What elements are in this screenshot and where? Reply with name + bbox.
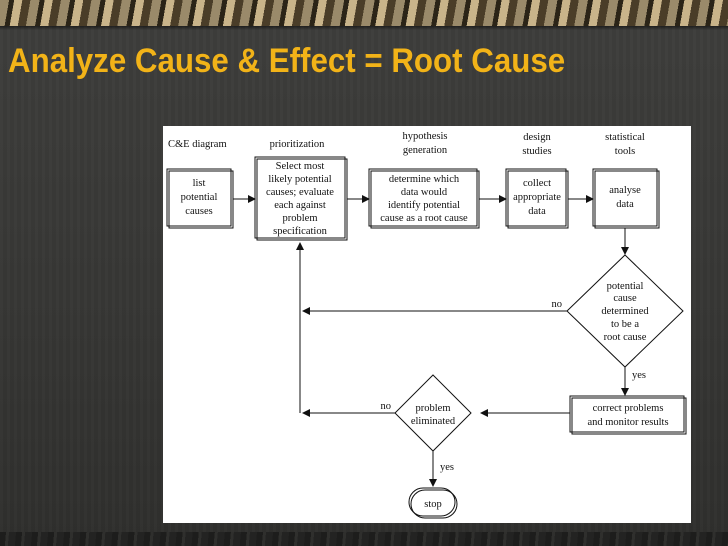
svg-text:determine which: determine which — [389, 174, 460, 185]
slide-title: Analyze Cause & Effect = Root Cause — [8, 36, 652, 86]
svg-text:list: list — [193, 178, 206, 189]
label-root-cause-no: no — [552, 299, 563, 310]
svg-text:to be a: to be a — [611, 319, 639, 330]
decorative-bottom-border — [0, 532, 728, 546]
svg-text:eliminated: eliminated — [411, 416, 456, 427]
svg-text:specification: specification — [273, 226, 327, 237]
box-collect-data: collect appropriate data — [506, 169, 568, 228]
stage-label-hypothesis: hypothesis — [403, 131, 448, 142]
svg-text:correct problems: correct problems — [593, 403, 664, 414]
stage-label-ce-diagram: C&E diagram — [168, 139, 227, 150]
stage-label-prioritization: prioritization — [270, 139, 326, 150]
svg-text:problem: problem — [283, 213, 318, 224]
svg-text:collect: collect — [523, 178, 551, 189]
decision-root-cause: potential cause determined to be a root … — [567, 255, 683, 367]
stage-label-generation: generation — [403, 145, 448, 156]
stage-label-statistical: statistical — [605, 132, 645, 143]
svg-text:each against: each against — [274, 200, 326, 211]
stage-label-studies: studies — [522, 146, 551, 157]
svg-text:data: data — [616, 199, 634, 210]
svg-text:and monitor results: and monitor results — [587, 417, 668, 428]
decorative-top-border — [0, 0, 728, 26]
svg-text:potential: potential — [607, 281, 644, 292]
svg-text:stop: stop — [424, 499, 442, 510]
terminal-stop: stop — [409, 488, 457, 518]
svg-text:identify potential: identify potential — [388, 200, 460, 211]
box-select-likely-causes: Select most likely potential causes; eva… — [255, 157, 347, 240]
svg-text:data would: data would — [401, 187, 448, 198]
svg-text:appropriate: appropriate — [513, 192, 561, 203]
svg-text:causes: causes — [185, 206, 212, 217]
decision-problem-eliminated: problem eliminated — [395, 375, 471, 451]
box-correct-problems: correct problems and monitor results — [570, 396, 686, 434]
svg-text:cause as a root cause: cause as a root cause — [380, 213, 468, 224]
svg-text:Select most: Select most — [276, 161, 325, 172]
stage-label-design: design — [523, 132, 551, 143]
box-analyse-data: analyse data — [593, 169, 659, 228]
label-root-cause-yes: yes — [632, 370, 646, 381]
svg-text:root cause: root cause — [604, 332, 647, 343]
box-list-potential-causes: list potential causes — [167, 169, 233, 228]
flowchart-panel: C&E diagram prioritization hypothesis ge… — [163, 126, 691, 523]
root-cause-flowchart: C&E diagram prioritization hypothesis ge… — [163, 126, 691, 523]
svg-text:data: data — [528, 206, 546, 217]
stage-label-tools: tools — [615, 146, 635, 157]
svg-text:likely potential: likely potential — [268, 174, 331, 185]
svg-text:determined: determined — [601, 306, 649, 317]
label-eliminated-yes: yes — [440, 462, 454, 473]
svg-text:problem: problem — [416, 403, 451, 414]
svg-text:potential: potential — [181, 192, 218, 203]
svg-text:cause: cause — [613, 293, 637, 304]
svg-text:causes; evaluate: causes; evaluate — [266, 187, 334, 198]
svg-text:analyse: analyse — [609, 185, 641, 196]
label-eliminated-no: no — [381, 401, 392, 412]
box-determine-data: determine which data would identify pote… — [369, 169, 479, 228]
